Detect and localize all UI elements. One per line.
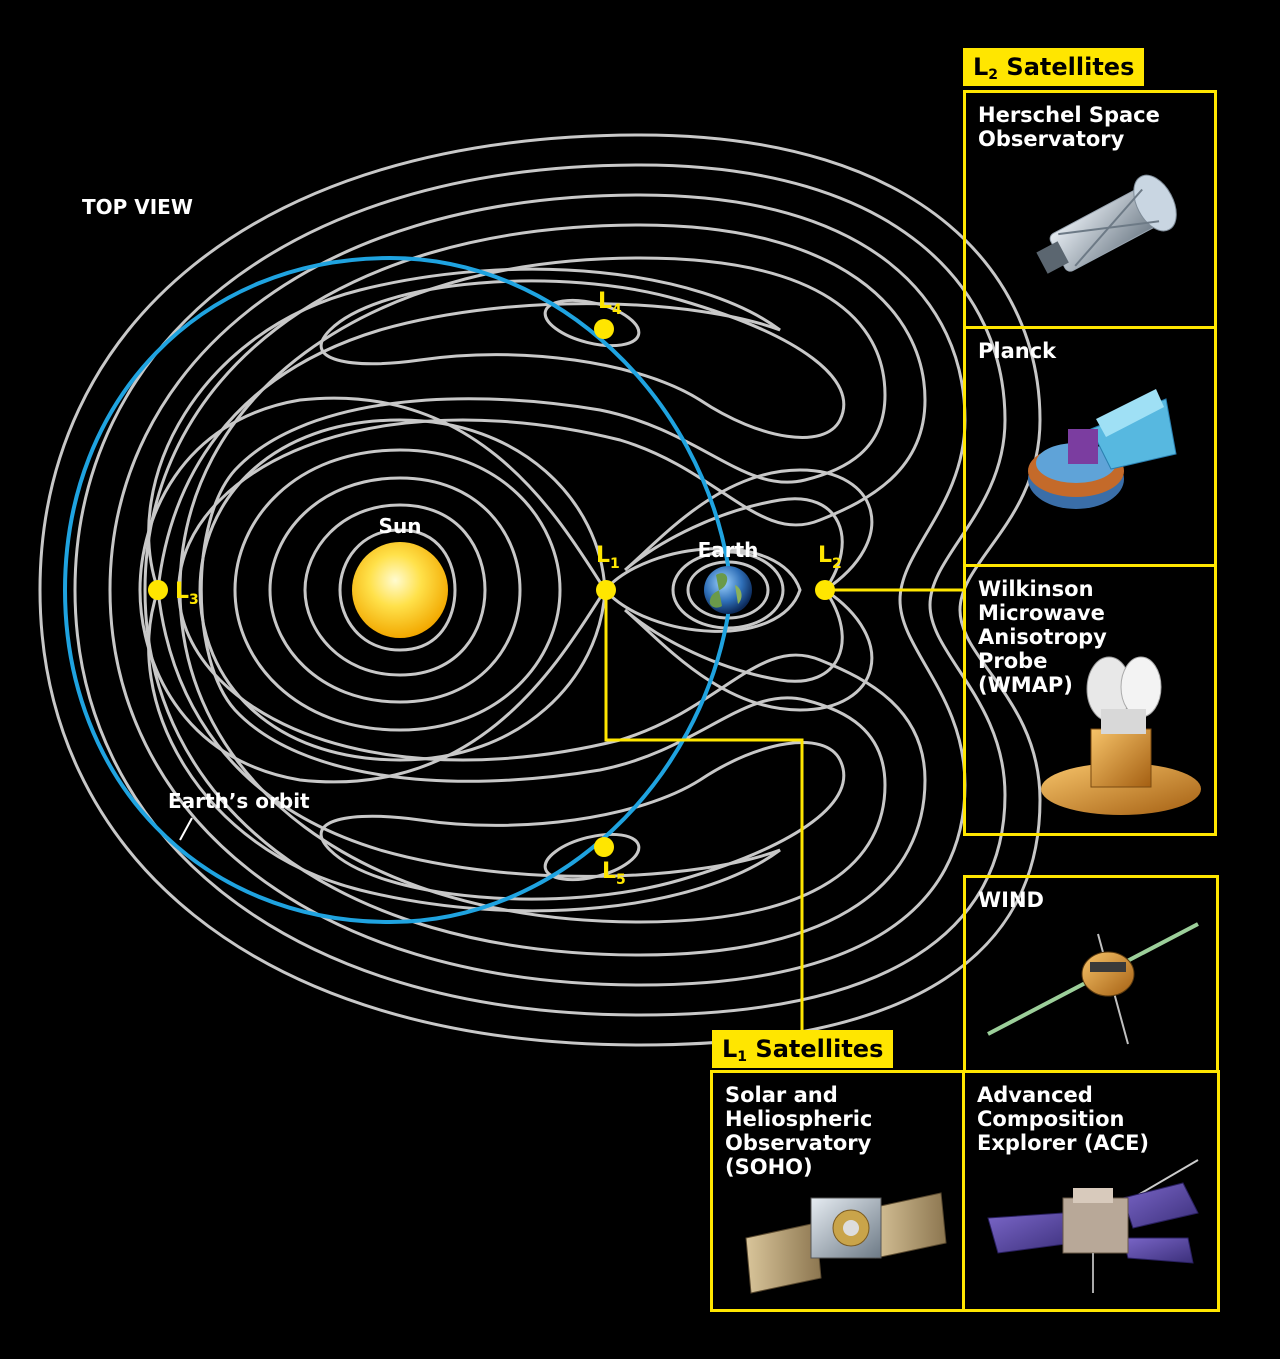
l3-label-main: L [175, 579, 189, 604]
wind-panel: WIND [963, 875, 1219, 1073]
contour-inner-2 [233, 448, 562, 732]
contour-l1-figure8 [138, 396, 802, 784]
l1-leader-line [604, 590, 804, 1030]
sun [352, 542, 448, 638]
satellite-name-ace: Advanced Composition Explorer (ACE) [977, 1083, 1150, 1155]
soho-spacecraft-icon [745, 1192, 947, 1294]
l1-header-main: L [722, 1035, 738, 1063]
contour-l5-tadpole [319, 741, 846, 901]
l3-label-sub: 3 [189, 592, 199, 608]
l5-label-sub: 5 [616, 872, 626, 888]
contour-earth-1 [671, 550, 785, 630]
contour-l4-small [543, 298, 641, 348]
contour-horseshoe-1 [143, 223, 927, 957]
l1-satellites-panel: Solar and Heliospheric Observatory (SOHO… [710, 1070, 1220, 1312]
l2-satellites-header: L2 Satellites [963, 48, 1145, 86]
satellite-name-herschel: Herschel Space Observatory [978, 103, 1160, 151]
satellite-name-wmap: Wilkinson Microwave Anisotropy Probe (WM… [978, 577, 1107, 697]
contour-inner-3 [268, 476, 522, 704]
herschel-telescope-icon [1036, 174, 1177, 274]
contour-inner-5 [338, 528, 457, 652]
contour-horseshoe-2 [178, 256, 887, 924]
planck-spacecraft-icon [1028, 389, 1177, 509]
wind-spacecraft-icon [987, 922, 1199, 1045]
ace-spacecraft-icon [987, 1159, 1199, 1293]
svg-text:L5: L5 [602, 859, 626, 888]
contour-l4-tadpole [319, 279, 846, 439]
lagrange-point-l1: L1 [596, 543, 620, 600]
lagrange-point-l5: L5 [594, 837, 626, 888]
lagrange-point-l3: L3 [148, 579, 199, 608]
l2-header-sub: 2 [988, 67, 999, 83]
svg-text:L1: L1 [596, 543, 620, 572]
contour-outer-2 [73, 163, 1007, 1017]
earth-label: Earth [698, 538, 759, 562]
satellite-cell-wmap: Wilkinson Microwave Anisotropy Probe (WM… [966, 567, 1214, 833]
l1-label-main: L [596, 543, 610, 568]
l1-satellites-header: L1 Satellites [712, 1030, 894, 1068]
l4-label-main: L [598, 289, 612, 314]
earth [704, 566, 752, 614]
l2-header-main: L [973, 53, 989, 81]
l2-label-sub: 2 [832, 556, 842, 572]
lagrange-point-l4: L4 [594, 289, 622, 339]
contour-l3 [147, 267, 781, 913]
contour-l5-small [543, 832, 641, 882]
satellite-name-planck: Planck [978, 339, 1057, 363]
earth-orbit [62, 255, 730, 925]
l1-label-sub: 1 [610, 556, 620, 572]
satellite-name-wind: WIND [978, 888, 1044, 912]
satellite-cell-herschel: Herschel Space Observatory [966, 93, 1214, 329]
l2-satellites-panel: Herschel Space Observatory Planck Wilkin… [963, 90, 1217, 836]
satellite-cell-soho: Solar and Heliospheric Observatory (SOHO… [713, 1073, 965, 1309]
svg-text:L2: L2 [818, 543, 842, 572]
orbit-label-pointer [179, 817, 193, 841]
satellite-cell-ace: Advanced Composition Explorer (ACE) [965, 1073, 1217, 1309]
sun-label: Sun [379, 514, 422, 538]
l5-label-main: L [602, 859, 616, 884]
svg-text:L3: L3 [175, 579, 199, 608]
leader-lines [604, 588, 965, 1030]
contour-outer-1 [38, 133, 1042, 1047]
l2-header-rest: Satellites [998, 53, 1135, 81]
l1-header-rest: Satellites [747, 1035, 884, 1063]
orbit-label: Earth’s orbit [168, 789, 310, 813]
svg-text:L4: L4 [598, 289, 622, 318]
l2-label-main: L [818, 543, 832, 568]
contour-inner-4 [303, 503, 487, 677]
l4-label-sub: 4 [612, 302, 622, 318]
satellite-cell-planck: Planck [966, 329, 1214, 567]
satellite-name-soho: Solar and Heliospheric Observatory (SOHO… [725, 1083, 873, 1179]
contour-inner-1 [198, 418, 607, 762]
l1-header-sub: 1 [737, 1049, 748, 1065]
wmap-spacecraft-icon [1041, 656, 1201, 815]
view-label: TOP VIEW [82, 195, 193, 219]
lagrange-point-l2: L2 [815, 543, 842, 600]
